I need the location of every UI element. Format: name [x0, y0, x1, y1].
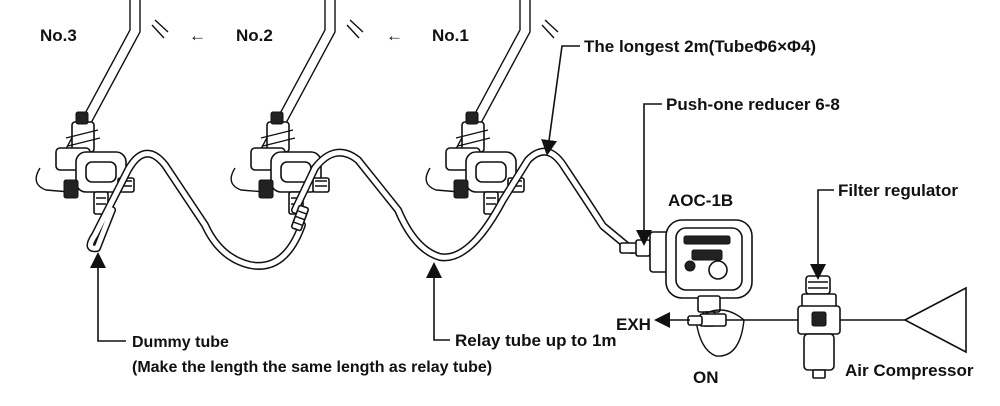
reducer-label: Push-one reducer 6-8: [666, 95, 840, 114]
dummy-tube-label: Dummy tube: [132, 334, 229, 351]
air-compressor-icon: [903, 286, 967, 354]
aoc-label: AOC-1B: [668, 191, 733, 210]
unit-label-no2: No.2: [236, 26, 273, 45]
aoc-controller-icon: [619, 219, 753, 327]
unit-label-no1: No.1: [432, 26, 469, 45]
dummy-tube-note: (Make the length the same length as rela…: [132, 359, 492, 376]
callout-reducer: [636, 103, 662, 246]
callout-relay: [426, 262, 450, 341]
left-arrow-icon: ←: [386, 26, 403, 45]
relay-fitting-icon: [290, 204, 310, 232]
filter-regulator-label: Filter regulator: [838, 181, 958, 200]
callout-longest: [541, 45, 580, 156]
exh-valve-icon: [687, 309, 745, 357]
callout-dummy: [90, 252, 126, 342]
relay-tube-label: Relay tube up to 1m: [455, 331, 617, 350]
callout-filter: [810, 189, 834, 280]
left-arrow-icon: ←: [189, 26, 206, 45]
filter-regulator-icon: [797, 275, 841, 379]
tube-network: [86, 147, 636, 270]
unit-label-no3: No.3: [40, 26, 77, 45]
air-compressor-label: Air Compressor: [845, 361, 974, 380]
on-label: ON: [693, 368, 719, 387]
exh-label: EXH: [616, 315, 651, 334]
longest-tube-label: The longest 2m(TubeΦ6×Φ4): [584, 37, 816, 56]
